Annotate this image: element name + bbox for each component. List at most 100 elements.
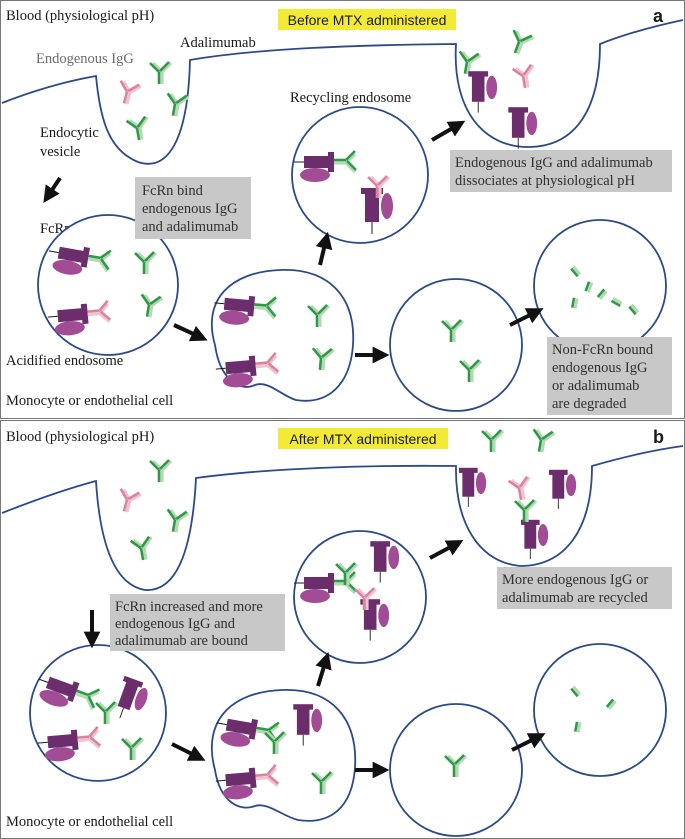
fcrn-igg-complex — [215, 763, 280, 800]
fcrn-adalimumab-complex — [38, 676, 101, 710]
endogenous-igg-antibody — [87, 299, 112, 323]
box-bind-line-2: endogenous IgG — [142, 201, 238, 217]
panel-a-box-degraded — [547, 337, 672, 415]
panel-b-lysosome-2 — [533, 643, 667, 777]
recycling-endosome-label: Recycling endosome — [290, 90, 411, 106]
fcrn-receptor — [294, 152, 334, 182]
box-recycled-line-1: More endogenous IgG or — [502, 572, 648, 588]
adalimumab-antibody — [335, 562, 359, 585]
panel-a-letter: a — [653, 6, 664, 26]
endogenous-igg-antibody — [119, 80, 142, 105]
fcrn-adalimumab-complex — [48, 246, 112, 275]
endogenous-igg-antibody — [354, 587, 378, 610]
fcrn-receptor — [48, 246, 91, 275]
panel-b-box-recycled — [497, 567, 672, 609]
adalimumab-antibody — [334, 150, 357, 174]
fcrn-receptor — [37, 729, 79, 762]
fcrn-adalimumab-complex — [214, 295, 277, 325]
adalimumab-antibody — [95, 701, 119, 724]
adalimumab-antibody — [134, 251, 158, 274]
adalimumab-antibody — [149, 61, 173, 84]
process-arrow — [315, 231, 333, 266]
panel-b-budding-endosome — [210, 689, 357, 822]
box-dissociate-line-1: Endogenous IgG and adalimumab — [455, 155, 653, 171]
box-increased-line-1: FcRn increased and more — [115, 599, 263, 615]
process-arrow — [509, 308, 544, 327]
panel-b-title: After MTX administered — [289, 431, 436, 447]
adalimumab-antibody — [532, 428, 556, 453]
box-increased-line-2: endogenous IgG and — [115, 616, 236, 632]
degraded-fragment — [570, 297, 579, 309]
panel-b-blood-label: Blood (physiological pH) — [6, 429, 154, 445]
adalimumab-antibody — [166, 508, 190, 533]
endocytic-vesicle-label-2: vesicle — [40, 144, 80, 160]
endogenous-igg-antibody — [255, 763, 280, 787]
box-increased-line-3: adalimumab are bound — [115, 633, 249, 649]
fcrn-igg-complex — [47, 299, 112, 336]
fcrn-receptor — [361, 188, 393, 234]
process-arrow — [315, 651, 332, 687]
adalimumab-antibody — [149, 459, 173, 482]
panel-a-lysosome-1 — [389, 278, 523, 412]
endogenous-igg-antibody — [507, 475, 531, 501]
fcrn-receptor — [38, 676, 80, 707]
fcrn-igg-complex — [215, 351, 280, 388]
panel-a-title: Before MTX administered — [288, 12, 447, 28]
adalimumab-label: Adalimumab — [180, 35, 256, 51]
endogenous-igg-antibody — [367, 175, 391, 198]
box-bind-line-3: and adalimumab — [142, 219, 238, 235]
degraded-fragment — [573, 721, 582, 733]
fcrn-receptor — [117, 675, 148, 719]
box-degraded-line-2: endogenous IgG — [552, 360, 648, 376]
adalimumab-antibody — [121, 737, 145, 760]
fcrn-receptor — [47, 303, 89, 336]
adalimumab-antibody — [311, 771, 335, 794]
panel-a: Blood (physiological pH) Before MTX admi… — [0, 0, 685, 419]
adalimumab-antibody — [75, 688, 101, 710]
panel-a-blood-label: Blood (physiological pH) — [6, 8, 154, 24]
endogenous-igg-antibody — [255, 351, 280, 375]
process-arrow — [431, 120, 466, 142]
fcrn-receptor — [215, 355, 257, 388]
degraded-fragment — [605, 698, 617, 710]
degraded-fragment — [570, 685, 582, 698]
process-arrow — [171, 742, 206, 761]
panel-b-acidified-endosome — [29, 644, 167, 782]
adalimumab-antibody — [514, 499, 538, 522]
fcrn-receptor — [508, 107, 538, 149]
endogenous-igg-label: Endogenous IgG — [36, 51, 134, 67]
fcrn-receptor — [370, 541, 400, 583]
panel-b-cell-membrane — [1, 445, 684, 591]
fcrn-receptor — [468, 71, 498, 113]
process-arrows — [43, 120, 546, 779]
process-arrow — [173, 323, 208, 342]
fcrn-adalimumab-complex — [294, 571, 357, 603]
panel-b-box-increased — [110, 594, 285, 651]
adalimumab-antibody — [481, 429, 505, 452]
endogenous-igg-antibody — [119, 488, 142, 513]
panel-a-box-bind — [135, 177, 251, 239]
degraded-fragment — [610, 296, 623, 307]
adalimumab-antibody — [444, 754, 468, 777]
adalimumab-antibody — [264, 731, 288, 754]
fcrn-adalimumab-complex — [294, 150, 357, 182]
adalimumab-antibody — [125, 115, 149, 141]
panel-b-letter: b — [653, 427, 664, 447]
adalimumab-antibody — [459, 359, 483, 382]
adalimumab-antibody — [87, 249, 112, 273]
fcrn-adalimumab-complex — [216, 718, 280, 747]
panel-a-recycling-endosome — [291, 106, 429, 244]
fcrn-receptor — [216, 718, 259, 747]
panel-a-lysosome-2 — [533, 219, 667, 353]
box-degraded-line-1: Non-FcRn bound — [552, 342, 654, 358]
panel-a-molecules — [47, 29, 640, 388]
fcrn-receptor — [214, 295, 256, 325]
fcrn-receptor — [548, 469, 577, 509]
box-bind-line-1: FcRn bind — [142, 183, 204, 199]
fcrn-igg-complex — [37, 725, 102, 762]
endogenous-igg-antibody — [511, 63, 535, 89]
panel-a-cell-membrane — [1, 19, 684, 165]
degraded-fragment — [584, 281, 594, 293]
